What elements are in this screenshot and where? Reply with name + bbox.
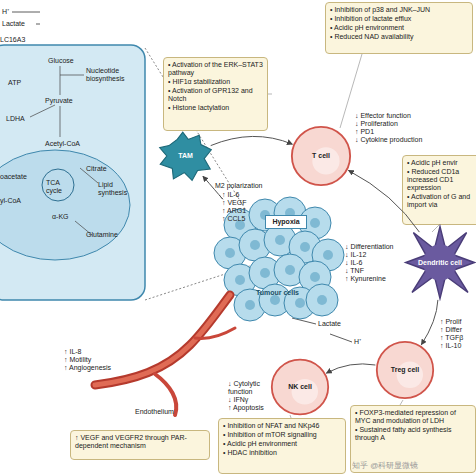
node-text: LDHA xyxy=(6,115,36,123)
effect-label: ↑ PD1 xyxy=(355,128,445,136)
node-text: TCA cycle xyxy=(46,179,72,195)
effect-label: ↓ IL-12 xyxy=(345,251,395,259)
hypoxia-tag: Hypoxia xyxy=(265,215,307,229)
effect-label: ↑ Apoptosis xyxy=(228,404,278,412)
proton-arrow xyxy=(330,334,352,342)
endothelium-vessel: Endothelium xyxy=(95,290,240,425)
connector-arrow xyxy=(211,136,293,145)
effect-label: ↓ Cytolytic function xyxy=(228,380,273,396)
node-text: Glutamine xyxy=(86,231,131,239)
node-text: Endothelium xyxy=(135,408,205,416)
node-text: T cell xyxy=(312,152,330,160)
effect-label: ↑ VEGF xyxy=(222,199,262,207)
node-text: • FOXP3-mediated repression of MYC and m… xyxy=(355,409,471,425)
node-text: Acetyl-CoA xyxy=(45,140,95,148)
node-text: • Activation of GPR132 and Notch xyxy=(168,87,263,103)
node-text: Citrate xyxy=(86,165,126,173)
node-text: • Reduced NAD availability xyxy=(330,33,468,41)
node-text: • HIF1α stabilization xyxy=(168,78,263,86)
connector-arrow xyxy=(421,300,438,345)
effect-label: ↓ IL-6 xyxy=(345,259,395,267)
node-text: • Sustained fatty acid synthesis through… xyxy=(355,426,471,442)
node-text: • Inhibition of mTOR signalling xyxy=(223,431,341,439)
node-text: • Activation of the ERK–STAT3 pathway xyxy=(168,61,263,77)
metabolism-panel: GlucoseATP Nucleotide biosynthesisPyruvat… xyxy=(0,45,145,300)
effect-label: ↑ Angiogenesis xyxy=(64,364,124,372)
node-text: • Histone lactylation xyxy=(168,104,263,112)
effect-label: ↑ IL-6 xyxy=(222,191,262,199)
mechanism-box: • Activation of the ERK–STAT3 pathway• H… xyxy=(163,57,268,131)
node-text: Pyruvate xyxy=(45,97,85,105)
watermark: 知乎 @科研显微镜 xyxy=(352,461,472,470)
node-text: yl-CoA xyxy=(0,197,40,205)
effect-label: ↑ Kynurenine xyxy=(345,275,405,283)
node-text: oacetate xyxy=(0,173,40,181)
node-text: Treg cell xyxy=(391,366,419,374)
mechanism-box: • Acidic pH envir• Reduced CD1a increase… xyxy=(402,155,476,225)
effect-label: H⁺ xyxy=(354,338,374,346)
effect-label: ↓ TNF xyxy=(345,267,395,275)
cell-outline xyxy=(0,45,145,300)
mechanism-box: ↑ VEGF and VEGFR2 through PAR-dependent … xyxy=(70,430,210,460)
effect-label: ↓ Proliferation xyxy=(355,120,445,128)
effect-label: ↑ Prolif xyxy=(440,318,476,326)
node-text: • Reduced CD1a increased CD1 expression xyxy=(407,168,476,192)
effect-label: ↑ IL-8 xyxy=(64,348,104,356)
blood-vessel xyxy=(95,290,240,425)
efflux-arrow xyxy=(12,12,40,13)
node-text: NK cell xyxy=(288,383,312,391)
effect-label: Lactate xyxy=(318,320,358,328)
connector-arrow xyxy=(348,170,419,232)
node-text: • Acidic pH envir xyxy=(407,159,476,167)
effect-label: ↑ IL-10 xyxy=(440,342,476,350)
t-cell: T cell xyxy=(290,125,352,187)
node-text: ATP xyxy=(8,79,38,87)
node-text: TAM xyxy=(178,152,193,160)
effect-label: ↓ Cytokine production xyxy=(355,136,445,144)
node-text: Lipid synthesis xyxy=(98,181,142,197)
node-text: α-KG xyxy=(52,213,82,221)
node-text: • Acidic pH environment xyxy=(223,440,341,448)
mechanism-box: • Inhibition of p38 and JNK–JUN• Inhibit… xyxy=(325,2,473,54)
leader-line xyxy=(268,94,272,95)
effect-label: M2 polarization xyxy=(215,182,285,190)
node-text: • Inhibition of p38 and JNK–JUN xyxy=(330,6,468,14)
effect-label: Lactate xyxy=(2,20,42,28)
connector-arrow xyxy=(326,364,375,373)
node-text: Dendritic cell xyxy=(418,259,462,267)
node-text: • Activation of G and import via xyxy=(407,193,476,209)
connector-arrow xyxy=(203,176,223,199)
nk-cell: NK cell xyxy=(270,358,330,416)
macrophage-cell: TAM xyxy=(158,130,213,182)
effect-label: ↑ Motility xyxy=(64,356,109,364)
node-text: Hypoxia xyxy=(272,218,299,226)
efflux-arrow xyxy=(36,24,40,25)
node-text: • HDAC inhibition xyxy=(223,449,341,457)
mechanism-box: • Inhibition of NFAT and NKp46• Inhibiti… xyxy=(218,418,346,474)
treg-cell: Treg cell xyxy=(375,340,435,400)
effect-label: H⁺ xyxy=(2,8,22,16)
node-text: Tumour cells xyxy=(256,289,299,297)
effect-label: ↓ IFNγ xyxy=(228,396,273,404)
effect-label: ↓ Differentiation xyxy=(345,243,415,251)
node-text: ↑ VEGF and VEGFR2 through PAR-dependent … xyxy=(75,434,205,450)
node-text: • Acidic pH environment xyxy=(330,24,468,32)
effect-label: ↓ Effector function xyxy=(355,112,445,120)
effect-label: ↑ Differ xyxy=(440,326,476,334)
dendritic-cell: Dendritic cell xyxy=(405,225,475,300)
effect-label: ↑ ARG1 xyxy=(222,207,262,215)
effect-label: LC16A3 xyxy=(0,36,40,44)
node-text: Nucleotide biosynthesis xyxy=(86,67,141,83)
node-text: Glucose xyxy=(48,57,88,65)
effect-label: ↑ TGFβ xyxy=(440,334,476,342)
node-text: • Inhibition of NFAT and NKp46 xyxy=(223,422,341,430)
node-text: • Inhibition of lactate efflux xyxy=(330,15,468,23)
effect-label: ↑ CCL5 xyxy=(222,215,262,223)
